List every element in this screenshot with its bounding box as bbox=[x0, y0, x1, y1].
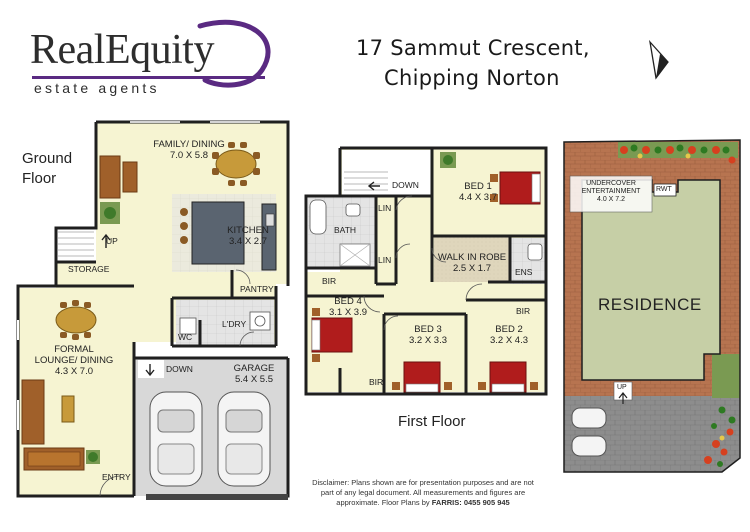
room-bed-2: BED 2 3.2 X 4.3 bbox=[487, 324, 531, 347]
logo-swoosh bbox=[32, 19, 271, 88]
stairs-down-label-first: DOWN bbox=[392, 180, 419, 190]
ground-floor-heading-1: Ground bbox=[22, 150, 73, 167]
room-bed-3: BED 3 3.2 X 3.3 bbox=[406, 324, 450, 347]
room-wir-name: WALK IN ROBE bbox=[437, 252, 507, 263]
ground-floor-heading: Ground Floor bbox=[22, 149, 72, 188]
stairs-up-label: UP bbox=[106, 236, 118, 246]
room-bed-2-name: BED 2 bbox=[495, 324, 523, 335]
ground-floor-plan bbox=[16, 120, 290, 500]
room-bir-2: BIR bbox=[516, 306, 531, 316]
room-bed-3-size: 3.2 X 3.3 bbox=[408, 334, 448, 346]
first-floor-heading: First Floor bbox=[398, 413, 466, 430]
room-family-dining-size: 7.0 X 5.8 bbox=[169, 149, 209, 161]
address-line-1: 17 Sammut Crescent, bbox=[356, 36, 590, 60]
north-arrow-icon bbox=[648, 39, 669, 80]
stairs-down-label: DOWN bbox=[166, 364, 193, 374]
room-laundry: L'DRY bbox=[222, 319, 247, 329]
disclaimer-line-3-prefix: approximate. Floor Plans by bbox=[336, 498, 432, 508]
rainwater-tank-label: RWT bbox=[656, 186, 672, 193]
room-bed-4: BED 4 3.1 X 3.9 bbox=[326, 296, 370, 319]
room-bed-4-name: BED 4 bbox=[334, 296, 362, 307]
site-stairs-up-label: UP bbox=[617, 384, 627, 391]
disclaimer-credit: FARRIS: 0455 905 945 bbox=[431, 498, 510, 508]
car-icon-1 bbox=[149, 391, 203, 487]
room-bed-3-name: BED 3 bbox=[414, 324, 442, 335]
room-kitchen: KITCHEN 3.4 X 2.7 bbox=[216, 225, 280, 248]
undercover-name-2: ENTERTAINMENT bbox=[581, 188, 641, 196]
room-formal-size: 4.3 X 7.0 bbox=[54, 365, 94, 377]
car-icon-2 bbox=[217, 391, 271, 487]
undercover-name-1: UNDERCOVER bbox=[586, 180, 636, 187]
address-line-2: Chipping Norton bbox=[384, 66, 560, 90]
room-bed-1-name: BED 1 bbox=[464, 181, 492, 192]
residence-label: RESIDENCE bbox=[598, 295, 702, 314]
ground-floor-heading-2: Floor bbox=[22, 169, 57, 187]
room-pantry: PANTRY bbox=[240, 284, 274, 294]
disclaimer-line-2: part of any legal document. All measurem… bbox=[320, 488, 526, 498]
site-plan bbox=[563, 139, 741, 473]
first-floor-plan bbox=[304, 146, 548, 396]
room-bed-2-size: 3.2 X 4.3 bbox=[489, 334, 529, 346]
room-bir-1: BIR bbox=[322, 276, 337, 286]
room-walk-in-robe: WALK IN ROBE 2.5 X 1.7 bbox=[436, 252, 508, 275]
disclaimer: Disclaimer: Plans shown are for presenta… bbox=[308, 478, 538, 508]
room-bir-3: BIR bbox=[369, 377, 384, 387]
room-linen-2: LIN bbox=[378, 255, 392, 265]
room-garage-size: 5.4 X 5.5 bbox=[234, 373, 274, 385]
room-bath: BATH bbox=[334, 225, 357, 235]
room-storage: STORAGE bbox=[68, 264, 110, 274]
room-family-dining-name: FAMILY/ DINING bbox=[153, 139, 225, 150]
room-garage: GARAGE 5.4 X 5.5 bbox=[224, 363, 284, 386]
room-bed-1-size: 4.4 X 3.7 bbox=[458, 191, 498, 203]
room-formal-name-2: LOUNGE/ DINING bbox=[34, 354, 114, 366]
room-entry: ENTRY bbox=[102, 472, 131, 482]
room-formal-name-1: FORMAL bbox=[54, 344, 94, 355]
brand-tagline: estate agents bbox=[34, 80, 160, 96]
room-bed-4-size: 3.1 X 3.9 bbox=[328, 306, 368, 318]
room-wir-size: 2.5 X 1.7 bbox=[452, 262, 492, 274]
room-ensuite: ENS bbox=[515, 267, 533, 277]
undercover-size: 4.0 X 7.2 bbox=[596, 196, 626, 204]
room-linen-1: LIN bbox=[378, 203, 392, 213]
disclaimer-line-1: Disclaimer: Plans shown are for presenta… bbox=[312, 478, 534, 487]
room-family-dining: FAMILY/ DINING 7.0 X 5.8 bbox=[134, 139, 244, 162]
room-wc: WC bbox=[178, 332, 193, 342]
room-bed-1: BED 1 4.4 X 3.7 bbox=[458, 181, 498, 204]
room-kitchen-name: KITCHEN bbox=[227, 225, 269, 236]
room-kitchen-size: 3.4 X 2.7 bbox=[228, 235, 268, 247]
brand-logo: RealEquity bbox=[30, 27, 214, 73]
disclaimer-line-3: approximate. Floor Plans by FARRIS: 0455… bbox=[308, 498, 538, 508]
room-garage-name: GARAGE bbox=[233, 363, 275, 374]
car-icon-3 bbox=[571, 407, 607, 457]
undercover-entertainment: UNDERCOVER ENTERTAINMENT 4.0 X 7.2 bbox=[570, 180, 652, 204]
room-formal-lounge: FORMAL LOUNGE/ DINING 4.3 X 7.0 bbox=[24, 344, 124, 378]
